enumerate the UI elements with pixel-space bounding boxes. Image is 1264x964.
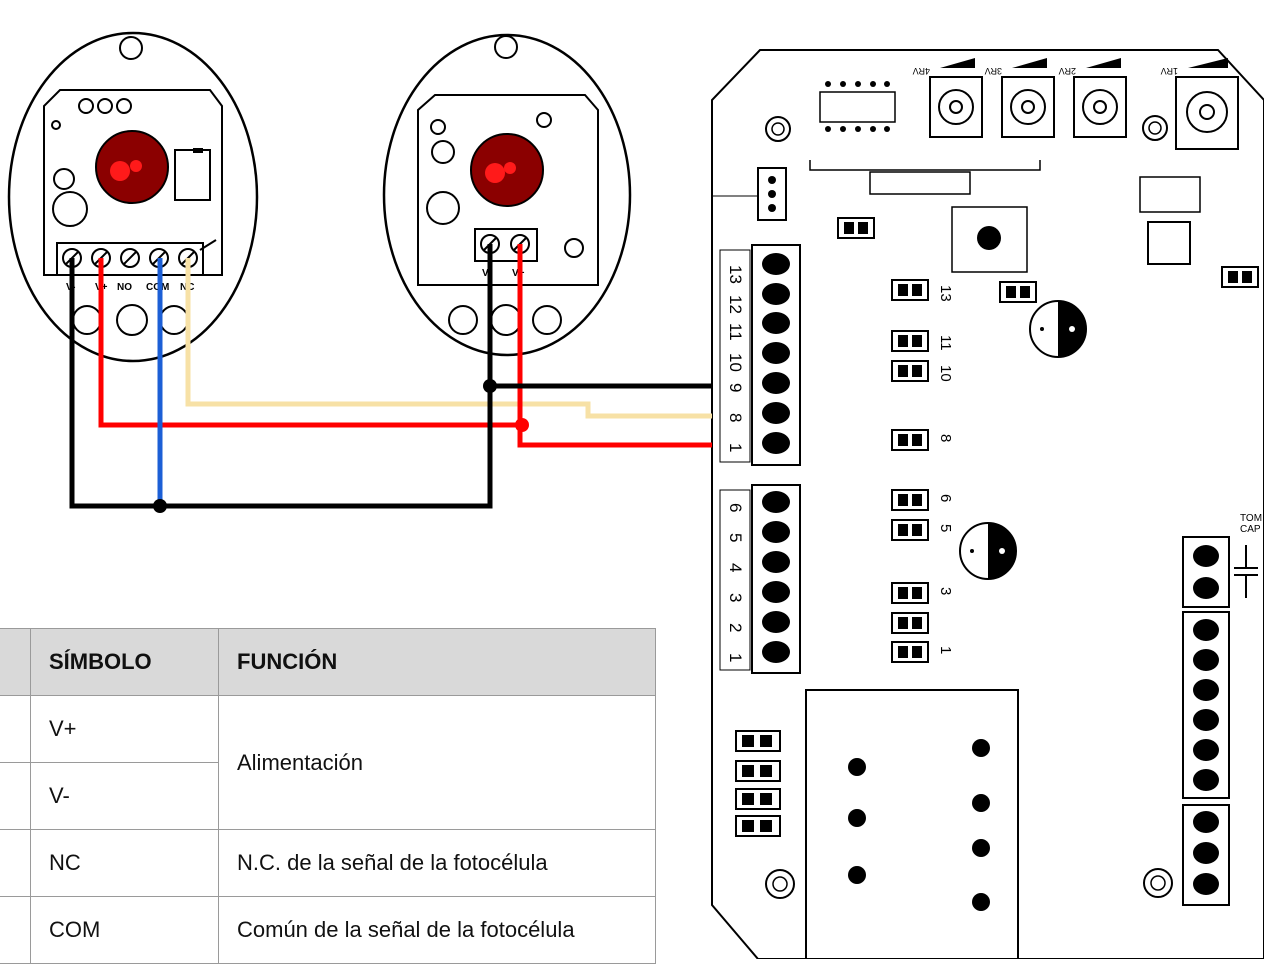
terminal-label: 5: [726, 533, 745, 542]
terminal-label: 10: [726, 353, 745, 372]
led-label: 13: [937, 285, 954, 302]
trimmer-label: 1RV: [1161, 66, 1178, 76]
terminal-label: 4: [726, 563, 745, 572]
photocell-transmitter: V- V+ NO COM NC: [7, 31, 259, 363]
table-cell-symbol: NC: [30, 829, 219, 897]
wire-cream: [185, 258, 712, 419]
trimmer-label: 2RV: [1059, 66, 1076, 76]
wire-red: [517, 244, 712, 448]
rx-terminal-label: V-: [482, 268, 491, 279]
table-cell-symbol: V-: [30, 762, 219, 830]
control-board: 4RV 3RV 2RV 1RV 13 12 11 10 9 8 1: [711, 49, 1264, 959]
led-label: 11: [937, 335, 954, 351]
led-label: 1: [937, 646, 954, 654]
led-label: 6: [937, 494, 954, 502]
photocell-receiver: V- V+: [382, 33, 632, 357]
wire-junction: [515, 418, 529, 432]
trimmer-label: 4RV: [913, 66, 930, 76]
terminal-label: 13: [726, 265, 745, 284]
tx-terminal-label: NO: [117, 282, 132, 293]
terminal-label: 12: [726, 295, 745, 314]
trimmer-label: 3RV: [985, 66, 1002, 76]
terminal-label: 1: [726, 653, 745, 662]
table-row: NC N.C. de la señal de la fotocélula: [0, 829, 656, 897]
right-label: TOM: [1240, 513, 1262, 524]
right-label: CAP: [1240, 524, 1261, 535]
table-cell-symbol: COM: [30, 896, 219, 964]
wires: [69, 244, 712, 509]
wire-black: [69, 244, 493, 509]
table-header-symbol: SÍMBOLO: [30, 628, 219, 696]
table-cell-function: Común de la señal de la fotocélula: [218, 896, 656, 964]
table-cell-function: N.C. de la señal de la fotocélula: [218, 829, 656, 897]
terminal-label: 11: [726, 323, 745, 341]
terminal-label: 9: [726, 383, 745, 392]
terminal-label: 3: [726, 593, 745, 602]
terminal-label: 1: [726, 443, 745, 452]
table-header-blank: [0, 628, 31, 696]
table-header-row: SÍMBOLO FUNCIÓN: [0, 628, 656, 696]
table-cell-symbol: V+: [30, 695, 219, 763]
led-label: 8: [937, 434, 954, 442]
table-header-function: FUNCIÓN: [218, 628, 656, 696]
terminal-label: 6: [726, 503, 745, 512]
terminal-table: SÍMBOLO FUNCIÓN V+ Alimentación V- NC N.…: [0, 628, 656, 964]
led-label: 3: [937, 587, 954, 595]
led-label: 10: [937, 365, 954, 382]
terminal-label: 8: [726, 413, 745, 422]
table-cell-function: Alimentación: [218, 695, 656, 830]
table-row: COM Común de la señal de la fotocélula: [0, 896, 656, 964]
led-label: 5: [937, 524, 954, 532]
wire-red: [98, 258, 522, 428]
terminal-label: 2: [726, 623, 745, 632]
wire-junctions: [153, 379, 497, 513]
table-row: V+ Alimentación: [0, 695, 656, 830]
